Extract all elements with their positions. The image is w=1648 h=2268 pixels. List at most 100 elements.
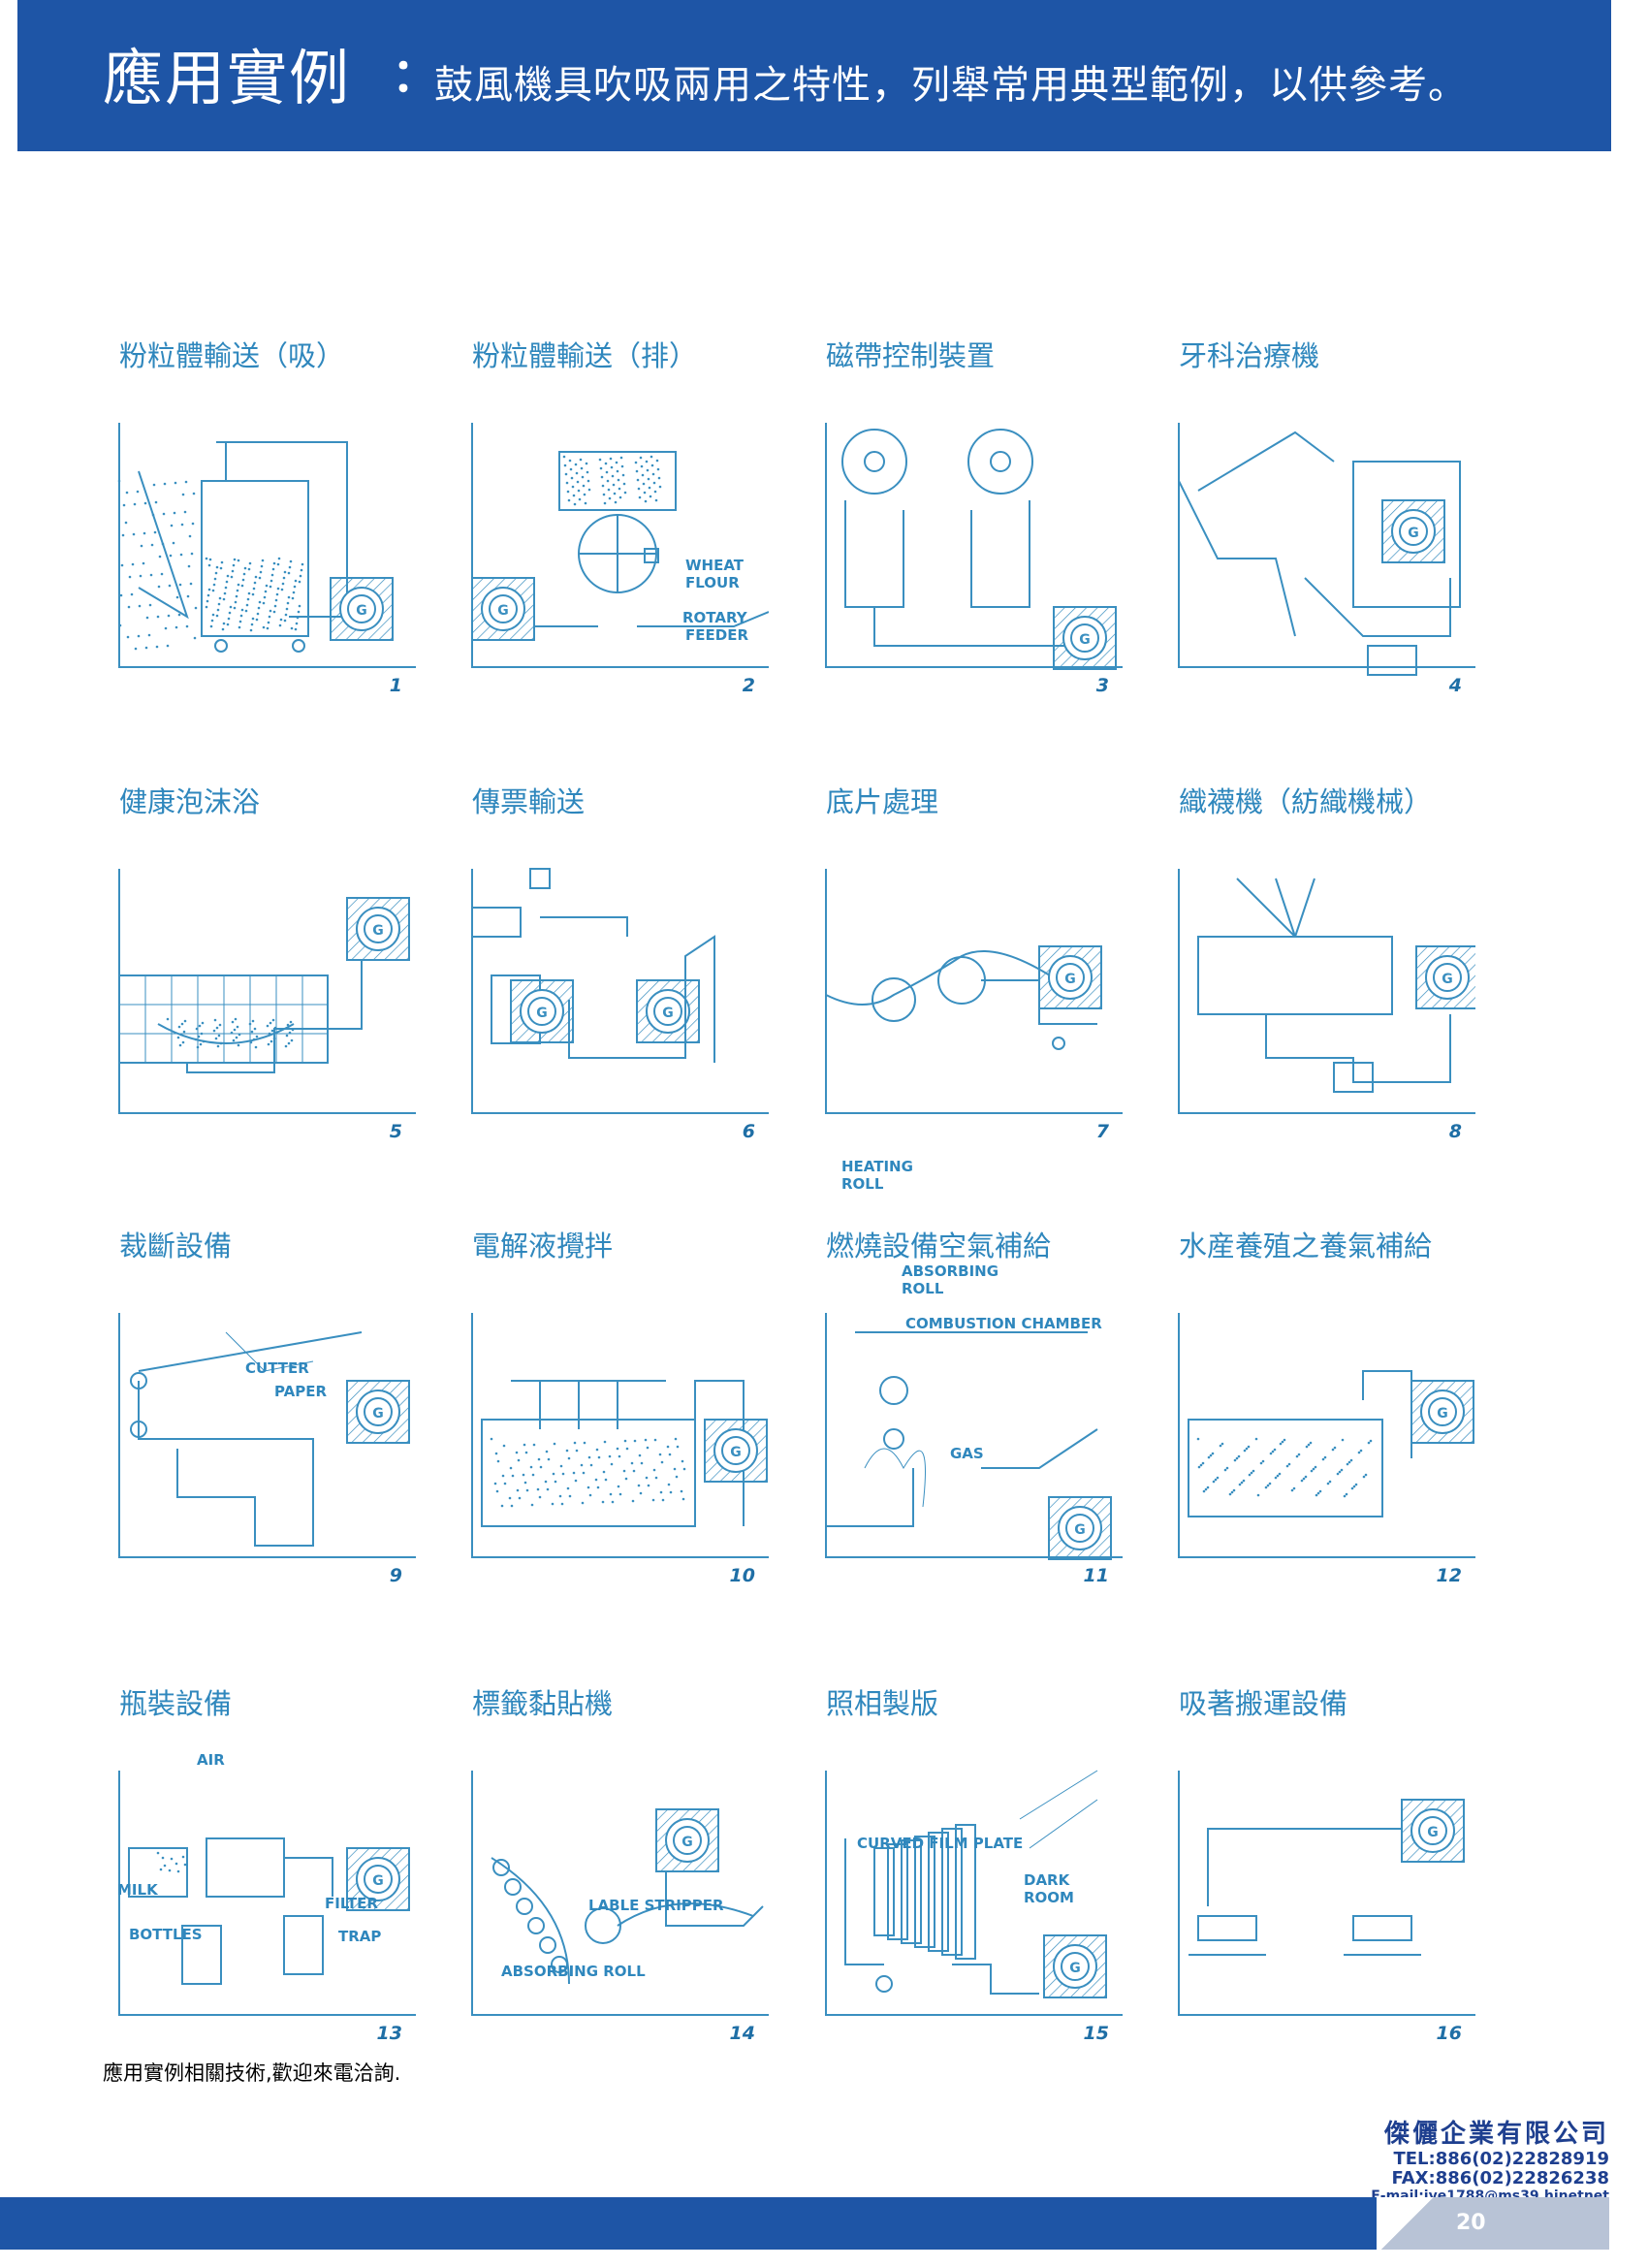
panel-diagram xyxy=(807,772,1123,1152)
panel-title: 織襪機（紡織機械） xyxy=(1179,785,1433,818)
application-panel-8: 織襪機（紡織機械） 8 xyxy=(1159,772,1475,1152)
application-panel-16: 吸著搬運設備 16 xyxy=(1159,1674,1475,2054)
panel-number: 14 xyxy=(729,2023,755,2044)
company-block: 傑儷企業有限公司 TEL:886(02)22828919 FAX:886(02)… xyxy=(1371,2114,1609,2204)
title-colon: ： xyxy=(392,48,439,103)
diagram-label: MILK xyxy=(117,1881,158,1899)
panel-number: 3 xyxy=(1095,675,1109,696)
application-panel-9: 裁斷設備 CUTTER PAPER 9 xyxy=(100,1216,416,1596)
blower-icon xyxy=(704,1419,768,1483)
panel-title: 底片處理 xyxy=(826,785,939,818)
blower-icon xyxy=(510,979,574,1043)
panel-number: 1 xyxy=(389,675,402,696)
company-tel: TEL:886(02)22828919 xyxy=(1393,2149,1609,2169)
diagram-label: ROLL xyxy=(841,1175,884,1193)
application-panel-12: 水産養殖之養氣補給 12 xyxy=(1159,1216,1475,1596)
blower-icon xyxy=(1410,1380,1474,1444)
panel-diagram xyxy=(807,326,1123,670)
panel-diagram xyxy=(100,1216,416,1596)
panel-title: 粉粒體輸送（排） xyxy=(472,339,698,372)
page-subtitle: 鼓風機具吹吸兩用之特性，列舉常用典型範例，以供參考。 xyxy=(434,63,1468,108)
diagram-label: BOTTLES xyxy=(129,1926,203,1943)
company-fax: FAX:886(02)22826238 xyxy=(1391,2168,1609,2188)
panel-number: 10 xyxy=(729,1565,755,1586)
diagram-label: FILTER xyxy=(325,1895,378,1912)
blower-icon xyxy=(1415,945,1475,1009)
blower-icon xyxy=(1381,499,1445,563)
bottom-band-tail xyxy=(1377,2197,1609,2250)
panel-number: 8 xyxy=(1448,1121,1462,1142)
panel-diagram xyxy=(100,772,416,1152)
panel-number: 16 xyxy=(1436,2023,1462,2044)
diagram-label: CURVED FILM PLATE xyxy=(857,1835,1024,1852)
panel-diagram xyxy=(1159,1216,1475,1596)
diagram-label: AIR xyxy=(197,1751,225,1769)
panel-number: 6 xyxy=(742,1121,755,1142)
diagram-label: HEATING xyxy=(841,1158,913,1175)
blower-icon xyxy=(636,979,700,1043)
blower-icon xyxy=(1038,945,1102,1009)
diagram-label: ABSORBING xyxy=(902,1262,999,1280)
panel-number: 9 xyxy=(389,1565,402,1586)
diagram-label: FLOUR xyxy=(685,574,740,591)
panel-title: 燃燒設備空氣補給 xyxy=(826,1230,1052,1262)
panel-diagram xyxy=(807,1674,1123,2054)
company-name: 傑儷企業有限公司 xyxy=(1383,2120,1609,2149)
diagram-label: DARK xyxy=(1024,1871,1070,1889)
diagram-label: TRAP xyxy=(338,1928,382,1945)
application-panel-14: 標籤黏貼機 LABLE STRIPPER ABSORBING ROLL 14 xyxy=(453,1674,769,2054)
panel-diagram xyxy=(117,326,416,706)
diagram-label: CUTTER xyxy=(245,1359,309,1377)
blower-icon xyxy=(346,1380,410,1444)
diagram-label: ROTARY xyxy=(682,609,747,626)
panel-title: 水産養殖之養氣補給 xyxy=(1179,1230,1433,1262)
panel-number: 4 xyxy=(1448,675,1462,696)
panel-title: 粉粒體輸送（吸） xyxy=(119,339,345,372)
panel-number: 2 xyxy=(742,675,755,696)
panel-diagram xyxy=(453,1674,769,2054)
panel-number: 15 xyxy=(1083,2023,1109,2044)
panel-title: 照相製版 xyxy=(826,1687,939,1720)
panel-number: 12 xyxy=(1436,1565,1462,1586)
page-number: 20 xyxy=(1456,2211,1486,2235)
blower-icon xyxy=(1053,606,1117,670)
application-panel-1: 粉粒體輸送（吸） 1 xyxy=(100,326,416,706)
panel-diagram xyxy=(1159,1674,1475,2054)
panel-diagram xyxy=(453,772,769,1152)
blower-icon xyxy=(655,1808,719,1872)
panel-title: 電解液攪拌 xyxy=(472,1230,614,1262)
panel-title: 瓶裝設備 xyxy=(119,1687,233,1720)
diagram-label: ROOM xyxy=(1024,1889,1074,1906)
header-band: 應用實例 ： 鼓風機具吹吸兩用之特性，列舉常用典型範例，以供參考。 xyxy=(17,0,1611,151)
diagram-label: WHEAT xyxy=(685,557,745,574)
bottom-band xyxy=(0,2197,1377,2250)
diagram-label: LABLE STRIPPER xyxy=(588,1897,724,1914)
panel-number: 7 xyxy=(1095,1121,1109,1142)
panel-title: 裁斷設備 xyxy=(119,1230,233,1262)
diagram-label: COMBUSTION CHAMBER xyxy=(905,1315,1102,1332)
panel-title: 吸著搬運設備 xyxy=(1179,1687,1348,1720)
panel-title: 標籤黏貼機 xyxy=(472,1687,614,1720)
blower-icon xyxy=(346,897,410,961)
blower-icon xyxy=(1043,1934,1107,1998)
blower-icon xyxy=(1401,1799,1465,1863)
panel-number: 13 xyxy=(376,2023,402,2044)
panel-title: 健康泡沫浴 xyxy=(119,785,261,818)
diagram-label: ROLL xyxy=(902,1280,944,1297)
application-panel-5: 健康泡沫浴 5 xyxy=(100,772,416,1152)
application-panel-13: 瓶裝設備 AIR MILK FILTER BOTTLES TRAP 13 xyxy=(100,1674,416,2054)
diagram-label: PAPER xyxy=(274,1383,328,1400)
blower-icon xyxy=(1048,1496,1112,1560)
panel-diagram xyxy=(453,1216,769,1596)
panel-diagram xyxy=(1159,326,1475,706)
diagram-label: ABSORBING ROLL xyxy=(501,1963,646,1980)
panel-number: 5 xyxy=(389,1121,402,1142)
panel-diagram xyxy=(471,326,769,706)
panel-diagram xyxy=(807,1216,1123,1560)
panel-number: 11 xyxy=(1083,1565,1109,1586)
